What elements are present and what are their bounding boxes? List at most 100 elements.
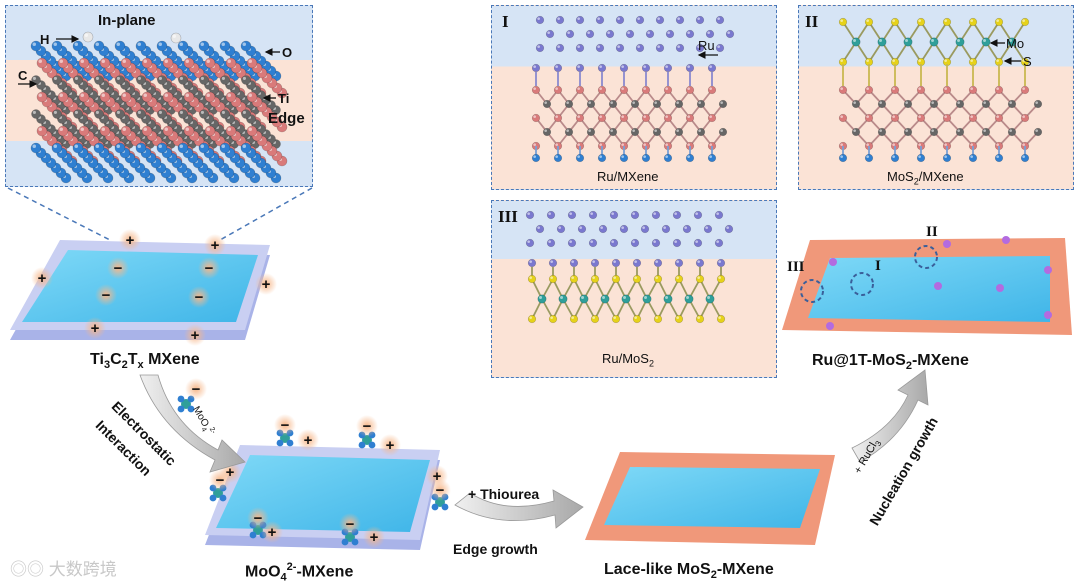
moo4-ion-3-o [441,503,449,511]
moo4-water [216,455,430,532]
moo4-charge-9: − [436,482,445,499]
moo4-charge-1-glow [379,434,401,456]
charge-1: + [211,237,220,254]
panel-i-numeral: I [502,12,509,31]
marker-iii: III [787,259,805,275]
moo4-ion-2-o [219,494,227,502]
panel-ii-numeral: II [805,12,819,31]
o-atom-label: O [282,45,293,60]
h-atom-label: H [40,32,50,47]
watermark: ◎◎ 大数跨境 [10,560,117,579]
moo4-charge-11: − [346,516,355,533]
charge-0-glow [119,229,141,251]
moo4-ion-5-o [341,538,349,546]
watermark-logo-icon: ◎◎ [10,560,49,579]
electrostatic-arrow [139,374,246,473]
ru-water [808,256,1050,322]
ti-atom-label: Ti [278,91,290,106]
marker-i: I [875,258,881,274]
ru-mxene-lattice [531,15,735,163]
charge-7-glow [198,257,220,279]
mos2-mxene-lattice [838,17,1043,163]
moo4-charge-5-glow [363,526,385,548]
moo4-charge-10: − [254,510,263,527]
moo4-charge-6-glow [274,414,296,436]
marker-ii: II [926,224,938,240]
moo4-arrow-ion-o [177,405,185,413]
charge-4-glow [84,317,106,339]
marker-i-circle [850,272,874,296]
moo4-charge-4-glow [261,521,283,543]
moo4-ion-2-o [209,494,217,502]
charge-2-glow [31,267,53,289]
charge-1-glow [204,234,226,256]
mxene-structure-panel: In-plane Edge H C O Ti [5,5,313,187]
ru-1t-mos2-mxene-label: Ru@1T-MoS2-MXene [812,352,969,373]
moo4-charge-7-glow [356,415,378,437]
mxene-crystal-lattice [18,31,288,184]
ru-cluster-3 [996,284,1004,292]
moo4-charge-0: + [304,432,313,449]
charge-0: + [126,232,135,249]
moo4-charge-6: − [281,417,290,434]
moo4-charge-1: + [386,437,395,454]
charge-3-glow [255,273,277,295]
panel-i-caption: Ru/MXene [597,169,659,184]
moo4-charge-10-glow [247,507,269,529]
ru-cluster-0 [829,258,837,266]
lace-mos2-mxene-label: Lace-like MoS2-MXene [604,561,774,582]
ru-cluster-6 [943,240,951,248]
moo4-charge-3: + [433,468,442,485]
moo4-ion-1 [362,435,372,445]
moo4-arrow-ion-o [177,395,185,403]
moo4-charge-5: + [370,529,379,546]
moo4-arrow-charge-glow [185,378,207,400]
edge-growth-arrow [454,489,584,529]
in-plane-label: In-plane [98,12,156,29]
ru-mos2-lattice [525,210,734,324]
moo4-arrow-ion [181,399,191,409]
ru-cluster-7 [1002,236,1010,244]
moo4-charge-11-glow [339,513,361,535]
charge-9-glow [188,286,210,308]
c-atom-label: C [18,68,28,83]
panel-ii-caption: MoS2/MXene [887,169,964,187]
moo4-ion-0-o [286,439,294,447]
charge-5: + [191,327,200,344]
moo4-charge-9-glow [429,479,451,501]
ru-cluster-4 [826,322,834,330]
moo4-ion-4-o [249,531,257,539]
charge-6: − [114,260,123,277]
moo4-charge-4: + [268,524,277,541]
marker-ii-circle [914,245,938,269]
charge-2: + [38,270,47,287]
edge-label: Edge [268,110,305,127]
mxene-label: Ti3C2Tx MXene [90,351,200,372]
panel-mos2-mxene: II Mo S MoS2/MXene [798,5,1074,190]
marker-iii-circle [800,279,824,303]
ru-atom-label: Ru [698,38,715,53]
panel-iii-caption: Ru/MoS2 [602,351,654,369]
ru-cluster-2 [934,282,942,290]
panel-ru-mxene: I Ru Ru/MXene [491,5,777,190]
mo-atom-label: Mo [1006,36,1025,51]
moo4-arrow-ion-o [187,405,195,413]
lace-water [604,467,820,528]
s-atom-label: S [1023,54,1032,69]
moo4-charge-2: + [226,464,235,481]
moo4-charge-0-glow [297,429,319,451]
ru-cluster-1 [1044,266,1052,274]
moo4-arrow-charge: − [192,381,201,398]
moo4-ion-1-o [368,441,376,449]
charge-4: + [91,320,100,337]
moo4-charge-8: − [216,472,225,489]
charge-7: − [205,260,214,277]
charge-3: + [262,276,271,293]
edge-growth-label: Edge growth [453,541,538,557]
panel-ru-mos2: III Ru/MoS2 [491,200,777,378]
thiourea-label: + Thiourea [468,486,540,502]
moo4-mxene-label: MoO42--MXene [245,561,354,584]
charge-8-glow [95,284,117,306]
ru-cluster-5 [1044,311,1052,319]
